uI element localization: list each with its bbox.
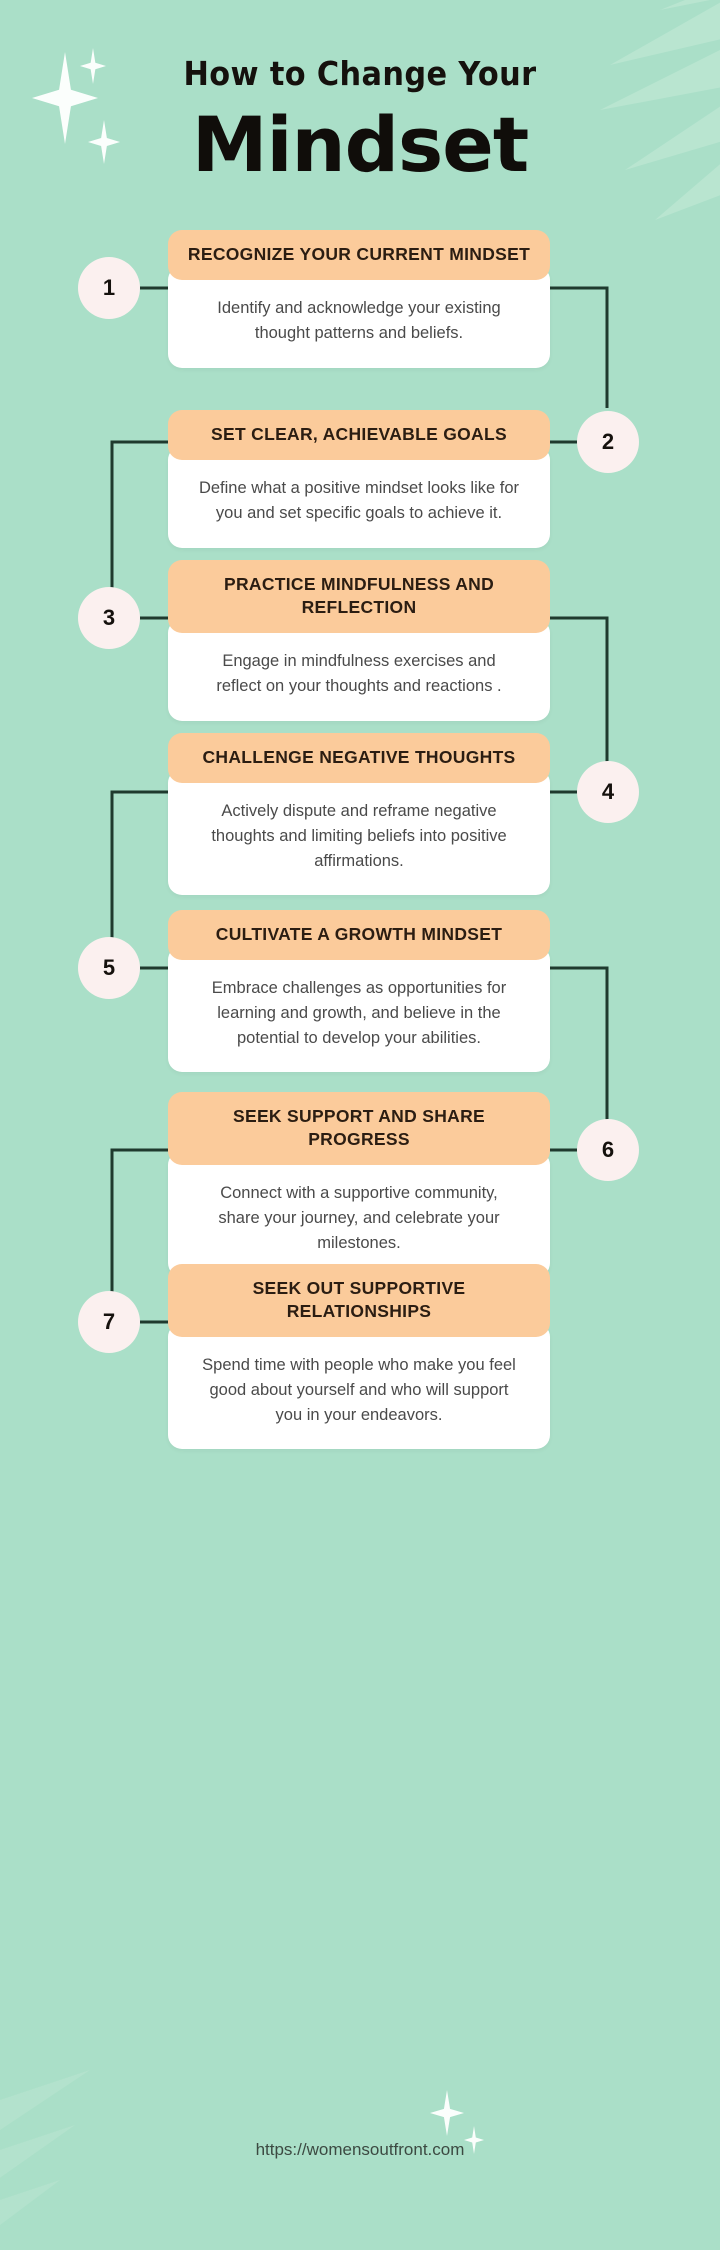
step-badge-4-label: 4: [601, 779, 615, 804]
step-badge-4[interactable]: 4: [577, 761, 639, 823]
step-title-1: RECOGNIZE YOUR CURRENT MINDSET: [168, 230, 550, 281]
step-badge-1[interactable]: 1: [78, 257, 140, 319]
step-badge-5[interactable]: 5: [78, 937, 140, 999]
step-badge-7[interactable]: 7: [78, 1291, 140, 1353]
step-badge-5-label: 5: [102, 955, 116, 980]
step-card-3[interactable]: PRACTICE MINDFULNESS AND REFLECTION Enga…: [168, 560, 550, 721]
title-line-two: Mindset: [191, 100, 529, 189]
step-description-7: Spend time with people who make you feel…: [168, 1323, 550, 1450]
step-title-6: SEEK SUPPORT AND SHARE PROGRESS: [168, 1092, 550, 1166]
step-badge-2-label: 2: [601, 429, 615, 454]
step-description-2: Define what a positive mindset looks lik…: [168, 446, 550, 548]
step-title-3: PRACTICE MINDFULNESS AND REFLECTION: [168, 560, 550, 634]
step-title-7: SEEK OUT SUPPORTIVE RELATIONSHIPS: [168, 1264, 550, 1338]
step-badge-2[interactable]: 2: [577, 411, 639, 473]
step-title-5: CULTIVATE A GROWTH MINDSET: [168, 910, 550, 961]
title-line-one: How to Change Your: [183, 54, 537, 93]
step-badge-3-label: 3: [102, 605, 116, 630]
step-title-4: CHALLENGE NEGATIVE THOUGHTS: [168, 733, 550, 784]
steps-flow: 1 RECOGNIZE YOUR CURRENT MINDSET Identif…: [0, 230, 720, 2130]
step-description-1: Identify and acknowledge your existing t…: [168, 266, 550, 368]
step-description-4: Actively dispute and reframe negative th…: [168, 769, 550, 896]
step-badge-1-label: 1: [102, 275, 116, 300]
step-badge-3[interactable]: 3: [78, 587, 140, 649]
step-card-1[interactable]: RECOGNIZE YOUR CURRENT MINDSET Identify …: [168, 230, 550, 368]
step-card-2[interactable]: SET CLEAR, ACHIEVABLE GOALS Define what …: [168, 410, 550, 548]
step-card-7[interactable]: SEEK OUT SUPPORTIVE RELATIONSHIPS Spend …: [168, 1264, 550, 1450]
step-description-3: Engage in mindfulness exercises and refl…: [168, 619, 550, 721]
step-description-5: Embrace challenges as opportunities for …: [168, 946, 550, 1073]
step-card-5[interactable]: CULTIVATE A GROWTH MINDSET Embrace chall…: [168, 910, 550, 1073]
page-title: How to Change Your Mindset: [0, 54, 720, 185]
step-card-4[interactable]: CHALLENGE NEGATIVE THOUGHTS Actively dis…: [168, 733, 550, 896]
step-card-6[interactable]: SEEK SUPPORT AND SHARE PROGRESS Connect …: [168, 1092, 550, 1278]
step-badge-6[interactable]: 6: [577, 1119, 639, 1181]
step-badge-6-label: 6: [601, 1137, 615, 1162]
step-badge-7-label: 7: [102, 1309, 116, 1334]
footer-url[interactable]: https://womensoutfront.com: [255, 2140, 465, 2159]
step-title-2: SET CLEAR, ACHIEVABLE GOALS: [168, 410, 550, 461]
step-description-6: Connect with a supportive community, sha…: [168, 1151, 550, 1278]
